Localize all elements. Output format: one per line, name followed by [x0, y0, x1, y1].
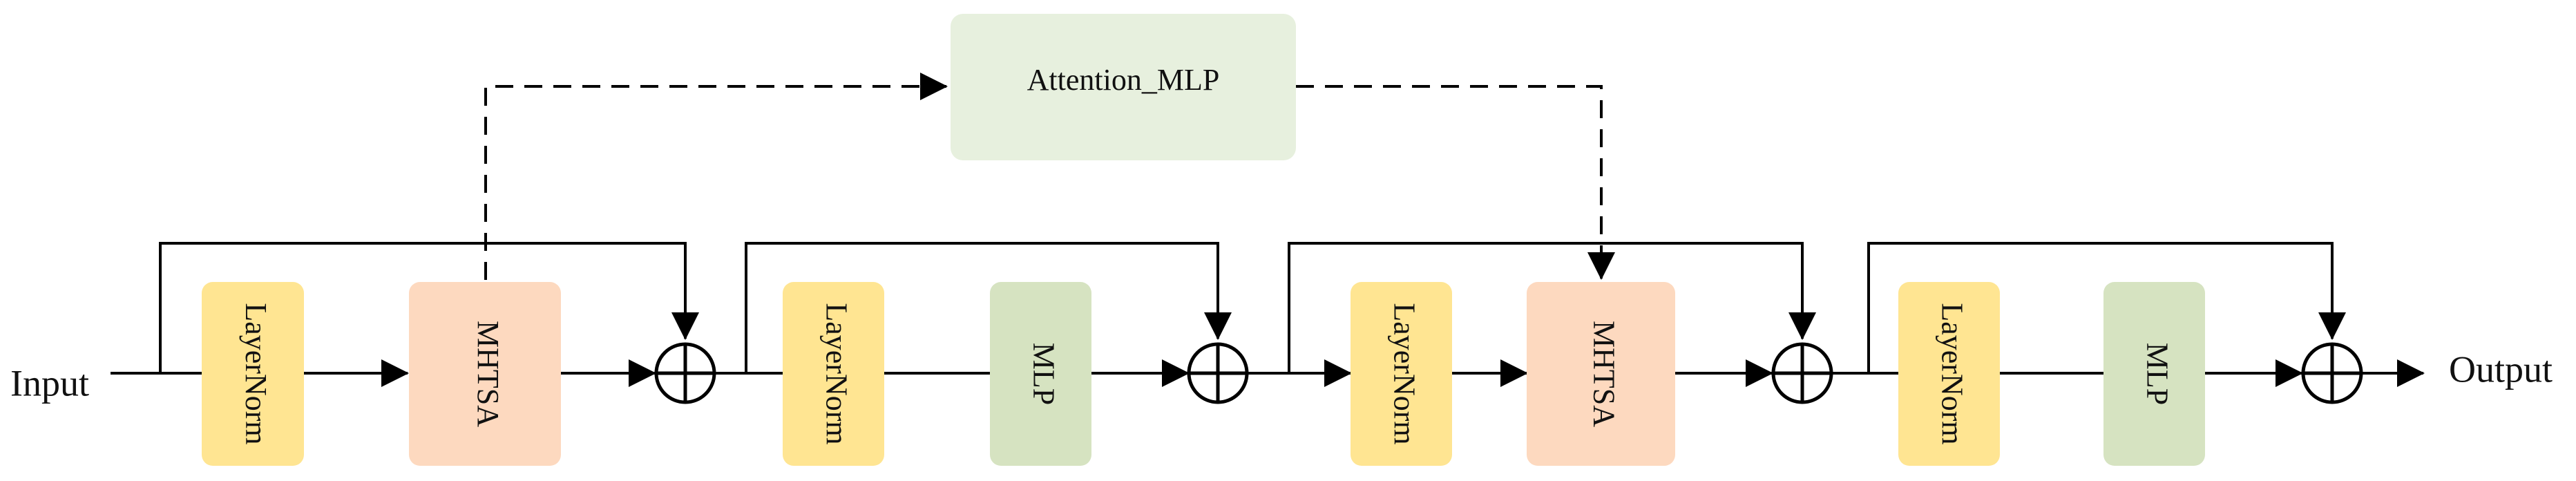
attention-mlp-label: Attention_MLP: [1027, 63, 1220, 97]
ln3-box: [1351, 282, 1452, 466]
mlp1-box: [990, 282, 1091, 466]
ln2-box: [783, 282, 884, 466]
mlp2-block: MLP: [2103, 282, 2205, 466]
blocks-layer: LayerNorm MHTSA LayerNorm MLP LayerNorm MHTSA…: [202, 282, 2205, 466]
ln1-block: LayerNorm: [202, 282, 304, 466]
mlp2-box: [2103, 282, 2205, 466]
ln2-label: LayerNorm: [819, 303, 853, 444]
adder-3: [1771, 342, 1833, 404]
dashed-link-mhtsa1-to-attention-mlp: [484, 73, 948, 280]
attention-connections: [484, 73, 1615, 280]
dashed-link-attention-mlp-to-mhtsa2: [1296, 85, 1615, 280]
ln1-label: LayerNorm: [239, 303, 273, 444]
adder-2: [1187, 342, 1249, 404]
skip-connection-2: [745, 242, 1232, 373]
output-label: Output: [2449, 348, 2553, 390]
mlp2-label: MLP: [2140, 343, 2174, 405]
attention-mlp-block: Attention_MLP: [951, 14, 1296, 160]
mlp1-label: MLP: [1027, 343, 1060, 405]
input-label: Input: [10, 362, 89, 404]
ln2-block: LayerNorm: [783, 282, 884, 466]
ln4-block: LayerNorm: [1898, 282, 2000, 466]
ln1-box: [202, 282, 304, 466]
ln3-label: LayerNorm: [1387, 303, 1421, 444]
skip-connections: [159, 242, 2346, 373]
mhtsa1-block: MHTSA: [409, 282, 561, 466]
mlp1-block: MLP: [990, 282, 1091, 466]
skip-connection-3: [1288, 242, 1816, 373]
skip-connection-1: [159, 242, 699, 373]
adder-4: [2301, 342, 2363, 404]
ln4-box: [1898, 282, 2000, 466]
adder-1: [654, 342, 716, 404]
mhtsa1-label: MHTSA: [471, 321, 505, 427]
adders: [654, 342, 2363, 404]
attention-mlp-box: [951, 14, 1296, 160]
ln3-block: LayerNorm: [1351, 282, 1452, 466]
mhtsa2-block: MHTSA: [1527, 282, 1675, 466]
mhtsa2-box: [1527, 282, 1675, 466]
ln4-label: LayerNorm: [1935, 303, 1969, 444]
mhtsa1-box: [409, 282, 561, 466]
skip-connection-4: [1867, 242, 2346, 373]
mhtsa2-label: MHTSA: [1587, 321, 1621, 427]
